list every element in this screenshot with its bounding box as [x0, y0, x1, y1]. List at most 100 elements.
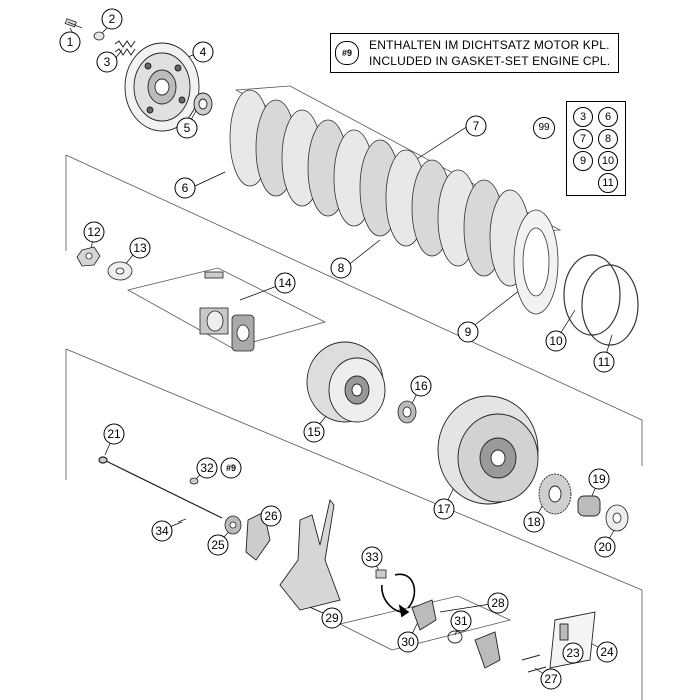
kit-item-10: 10: [598, 151, 618, 171]
svg-text:3: 3: [104, 55, 111, 69]
part-washer-20: [605, 504, 629, 532]
svg-text:13: 13: [133, 241, 147, 255]
svg-text:9: 9: [465, 325, 472, 339]
callout-34: 34: [151, 520, 173, 542]
part-oring-32: [189, 477, 199, 485]
callout-3: 3: [96, 51, 118, 73]
svg-text:7: 7: [473, 119, 480, 133]
callout-20: 20: [594, 536, 616, 558]
part-bearing-assembly-14: [199, 271, 255, 352]
callout-26: 26: [260, 505, 282, 527]
svg-text:29: 29: [325, 611, 339, 625]
part-bearing-25: [224, 515, 242, 535]
svg-text:32: 32: [200, 461, 214, 475]
svg-text:26: 26: [264, 509, 278, 523]
kit-item-6: 6: [598, 107, 618, 127]
callout-4: 4: [192, 41, 214, 63]
callout-9: 9: [457, 321, 479, 343]
frame-hub: [65, 348, 643, 700]
part-bearing-5: [193, 92, 213, 116]
kit-item-3: 3: [573, 107, 593, 127]
rotation-arrow: [381, 573, 416, 618]
part-rings-10-11: [563, 254, 639, 346]
gasket-note-line-german: ENTHALTEN IM DICHTSATZ MOTOR KPL.: [369, 38, 610, 52]
svg-text:5: 5: [184, 121, 191, 135]
part-sensor-23-24: [549, 611, 596, 669]
svg-text:8: 8: [338, 261, 345, 275]
svg-text:24: 24: [600, 645, 614, 659]
part-pressure-plate-4: [124, 42, 200, 132]
callout-19: 19: [588, 468, 610, 490]
part-bolt-33: [375, 569, 387, 579]
callout-33: 33: [361, 546, 383, 568]
part-inner-hub-15: [306, 341, 386, 423]
callout-8: 8: [330, 257, 352, 279]
part-shift-fork-29: [279, 498, 341, 611]
kit-item-8: 8: [598, 129, 618, 149]
frame-plates: [65, 154, 643, 466]
part-nut-12: [76, 246, 101, 267]
callout-14: 14: [274, 272, 296, 294]
svg-text:1: 1: [67, 35, 74, 49]
part-spring-retainer-2: [93, 31, 105, 41]
svg-text:12: 12: [87, 225, 101, 239]
svg-text:20: 20: [598, 540, 612, 554]
part-bolts-27: [521, 654, 547, 673]
svg-text:2: 2: [109, 12, 116, 26]
frame-bearing: [126, 267, 327, 349]
svg-text:#9: #9: [226, 463, 236, 473]
part-needle-bearing-19: [577, 495, 601, 517]
svg-text:23: 23: [566, 646, 580, 660]
callout-29: 29: [321, 607, 343, 629]
svg-text:27: 27: [544, 672, 558, 686]
part-pin-34: [177, 518, 187, 523]
part-lever-30: [411, 599, 437, 631]
kit-item-9: 9: [573, 151, 593, 171]
svg-text:18: 18: [527, 515, 541, 529]
part-gear-18: [538, 473, 572, 515]
kit-contents-box: 3 6 7 8 9 10 11: [566, 101, 626, 196]
svg-text:11: 11: [598, 355, 611, 369]
svg-text:14: 14: [278, 276, 292, 290]
kit-tag-99: 99: [533, 117, 555, 139]
callout-23: 23: [562, 642, 584, 664]
gasket-note-line-english: INCLUDED IN GASKET-SET ENGINE CPL.: [369, 54, 611, 68]
part-clutch-basket-17: [437, 395, 539, 505]
callout-10: 10: [545, 330, 567, 352]
kit-item-7: 7: [573, 129, 593, 149]
callout-2: 2: [101, 8, 123, 30]
part-push-rod-21: [98, 456, 223, 519]
svg-text:17: 17: [437, 502, 451, 516]
svg-text:34: 34: [155, 524, 169, 538]
callout-24: 24: [596, 641, 618, 663]
callout-15: 15: [303, 421, 325, 443]
svg-text:21: 21: [107, 427, 121, 441]
callout-5: 5: [176, 117, 198, 139]
part-spring-3: [114, 40, 136, 56]
part-block-28: [474, 631, 501, 669]
callout-gasket-9: #9: [220, 457, 242, 479]
svg-text:16: 16: [414, 379, 428, 393]
callout-25: 25: [207, 534, 229, 556]
part-screw-1: [64, 18, 83, 29]
callout-27: 27: [540, 668, 562, 690]
callout-30: 30: [397, 631, 419, 653]
svg-text:4: 4: [200, 45, 207, 59]
svg-text:25: 25: [211, 538, 225, 552]
callout-32: 32: [196, 457, 218, 479]
gasket-note-tag: #9: [335, 41, 359, 65]
clutch-plate-stack: [229, 89, 559, 315]
svg-text:33: 33: [365, 550, 379, 564]
svg-text:30: 30: [401, 635, 415, 649]
part-thrust-washer-16: [397, 400, 417, 424]
callout-1: 1: [59, 31, 81, 53]
callout-28: 28: [487, 592, 509, 614]
part-washer-13: [107, 261, 133, 281]
kit-item-11: 11: [598, 173, 618, 193]
svg-text:10: 10: [549, 334, 563, 348]
callout-21: 21: [103, 423, 125, 445]
callout-16: 16: [410, 375, 432, 397]
